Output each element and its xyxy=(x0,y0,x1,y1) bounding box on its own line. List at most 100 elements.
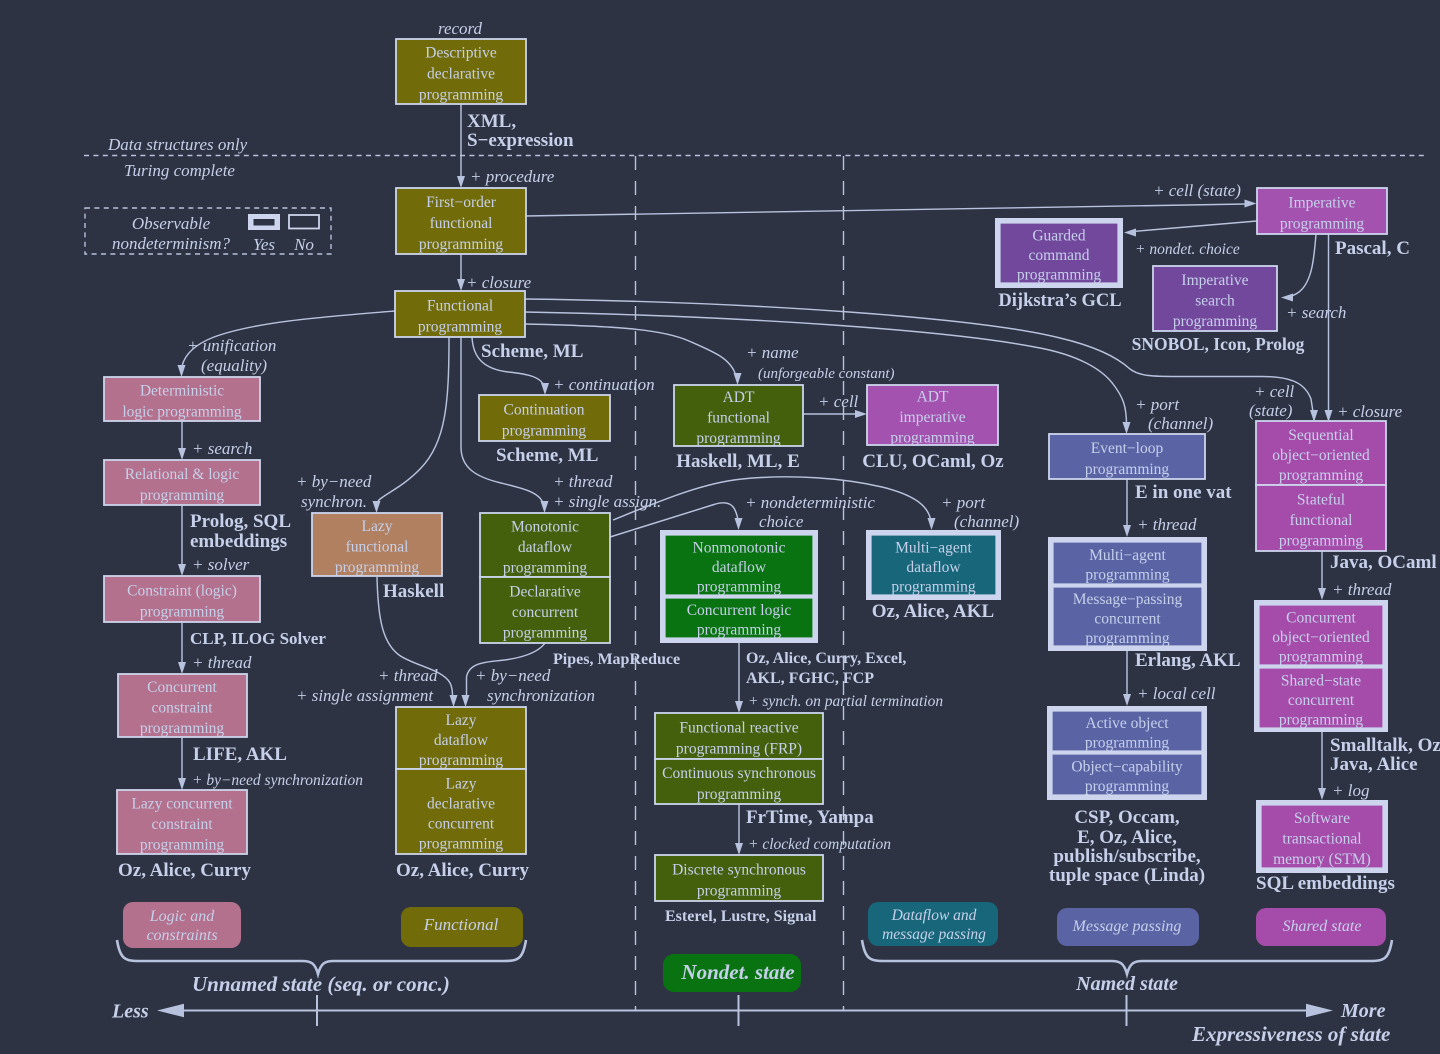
svg-text:Deterministic: Deterministic xyxy=(140,382,224,399)
svg-text:programming: programming xyxy=(697,786,782,803)
svg-text:+ cell (state): + cell (state) xyxy=(1153,181,1241,200)
svg-text:programming: programming xyxy=(1279,648,1364,665)
svg-text:programming: programming xyxy=(140,487,225,504)
svg-text:Shared−state: Shared−state xyxy=(1281,672,1361,689)
svg-text:+ log: + log xyxy=(1332,781,1369,800)
svg-text:declarative: declarative xyxy=(427,795,495,812)
svg-text:+ solver: + solver xyxy=(192,555,250,574)
svg-text:(equality): (equality) xyxy=(201,356,267,375)
svg-text:Continuous synchronous: Continuous synchronous xyxy=(662,765,816,782)
svg-text:tuple space (Linda): tuple space (Linda) xyxy=(1049,865,1205,886)
svg-text:+ cell: + cell xyxy=(1254,382,1295,401)
svg-text:programming: programming xyxy=(418,318,503,335)
svg-text:programming: programming xyxy=(419,236,504,253)
svg-text:Continuation: Continuation xyxy=(504,401,585,418)
svg-text:object−oriented: object−oriented xyxy=(1272,629,1370,646)
svg-text:Monotonic: Monotonic xyxy=(511,518,579,535)
svg-text:Haskell: Haskell xyxy=(383,581,444,602)
svg-text:Message passing: Message passing xyxy=(1072,918,1182,935)
svg-text:logic programming: logic programming xyxy=(122,403,241,420)
svg-text:Oz, Alice, Curry: Oz, Alice, Curry xyxy=(396,860,529,881)
svg-text:concurrent: concurrent xyxy=(428,815,495,832)
svg-text:programming: programming xyxy=(140,836,225,853)
svg-text:command: command xyxy=(1028,247,1089,264)
svg-text:programming: programming xyxy=(502,422,587,439)
svg-text:(state): (state) xyxy=(1249,401,1293,420)
svg-text:Descriptive: Descriptive xyxy=(425,44,497,61)
svg-text:Pipes, MapReduce: Pipes, MapReduce xyxy=(553,651,680,668)
svg-text:Declarative: Declarative xyxy=(509,583,581,600)
svg-text:Multi−agent: Multi−agent xyxy=(895,539,972,556)
svg-text:programming: programming xyxy=(1280,215,1365,232)
svg-text:Observable: Observable xyxy=(132,214,211,233)
svg-text:functional: functional xyxy=(707,409,770,426)
svg-text:Lazy: Lazy xyxy=(446,775,477,792)
svg-text:nondeterminism?: nondeterminism? xyxy=(112,234,231,253)
svg-text:Unnamed state (seq. or conc.): Unnamed state (seq. or conc.) xyxy=(192,972,450,996)
svg-text:First−order: First−order xyxy=(426,194,497,211)
svg-text:Lazy: Lazy xyxy=(446,712,477,729)
svg-text:Oz, Alice, AKL: Oz, Alice, AKL xyxy=(872,601,994,622)
svg-text:Named state: Named state xyxy=(1075,973,1178,995)
svg-text:Scheme, ML: Scheme, ML xyxy=(481,341,583,362)
svg-text:Functional: Functional xyxy=(423,915,499,934)
svg-text:concurrent: concurrent xyxy=(512,604,579,621)
svg-text:programming: programming xyxy=(1279,467,1364,484)
svg-text:Yes: Yes xyxy=(253,235,275,254)
svg-text:imperative: imperative xyxy=(899,409,965,426)
svg-text:+ thread: + thread xyxy=(553,472,613,491)
svg-text:dataflow: dataflow xyxy=(434,732,489,749)
svg-text:Erlang, AKL: Erlang, AKL xyxy=(1135,650,1241,671)
svg-text:record: record xyxy=(438,19,483,38)
svg-text:Java, Alice: Java, Alice xyxy=(1330,754,1418,775)
svg-text:Imperative: Imperative xyxy=(1181,272,1248,289)
svg-text:+ continuation: + continuation xyxy=(553,375,655,394)
svg-text:Less: Less xyxy=(111,1001,149,1023)
svg-text:Object−capability: Object−capability xyxy=(1071,759,1182,776)
svg-text:Active object: Active object xyxy=(1085,715,1169,732)
svg-text:programming: programming xyxy=(697,578,782,595)
svg-text:Data structures only: Data structures only xyxy=(107,135,248,154)
svg-text:programming: programming xyxy=(1173,313,1258,330)
svg-text:constraints: constraints xyxy=(146,927,217,944)
svg-text:Stateful: Stateful xyxy=(1297,491,1345,508)
svg-text:+ single assign.: + single assign. xyxy=(553,492,661,511)
svg-text:+ port: + port xyxy=(941,493,986,512)
svg-text:Esterel, Lustre, Signal: Esterel, Lustre, Signal xyxy=(665,908,817,925)
svg-text:dataflow: dataflow xyxy=(518,539,573,556)
svg-text:programming: programming xyxy=(1085,735,1170,752)
svg-text:Logic and: Logic and xyxy=(149,908,215,925)
svg-text:+ cell: + cell xyxy=(818,392,859,411)
svg-text:Oz, Alice, Curry: Oz, Alice, Curry xyxy=(118,860,251,881)
svg-text:programming: programming xyxy=(1085,567,1170,584)
svg-text:Prolog, SQL: Prolog, SQL xyxy=(190,511,291,532)
svg-text:+ unification: + unification xyxy=(187,336,276,355)
svg-text:+ search: + search xyxy=(1286,303,1346,322)
svg-text:+ by−need: + by−need xyxy=(475,666,551,685)
svg-text:SQL embeddings: SQL embeddings xyxy=(1256,873,1395,894)
svg-text:+ search: + search xyxy=(192,439,252,458)
svg-text:More: More xyxy=(1340,1000,1386,1022)
svg-text:functional: functional xyxy=(430,215,493,232)
svg-text:Dataflow and: Dataflow and xyxy=(891,907,977,924)
svg-text:+ thread: + thread xyxy=(192,653,252,672)
svg-text:transactional: transactional xyxy=(1282,830,1361,847)
svg-text:memory (STM): memory (STM) xyxy=(1273,851,1371,868)
svg-text:programming: programming xyxy=(1017,266,1102,283)
svg-text:Smalltalk, Oz,: Smalltalk, Oz, xyxy=(1330,735,1440,756)
svg-text:Nondet. state: Nondet. state xyxy=(680,960,794,984)
svg-text:Java, OCaml: Java, OCaml xyxy=(1330,552,1437,573)
svg-text:No: No xyxy=(293,235,314,254)
svg-text:publish/subscribe,: publish/subscribe, xyxy=(1053,846,1201,867)
svg-text:+ name: + name xyxy=(746,343,799,362)
svg-text:programming: programming xyxy=(419,835,504,852)
svg-text:programming: programming xyxy=(140,720,225,737)
svg-text:+ by−need: + by−need xyxy=(296,472,372,491)
svg-text:CSP, Occam,: CSP, Occam, xyxy=(1074,807,1180,828)
svg-text:E, Oz, Alice,: E, Oz, Alice, xyxy=(1077,827,1177,848)
svg-text:Lazy concurrent: Lazy concurrent xyxy=(131,795,233,812)
svg-text:functional: functional xyxy=(1290,512,1353,529)
svg-text:+ port: + port xyxy=(1135,395,1180,414)
svg-text:search: search xyxy=(1195,292,1235,309)
svg-text:Pascal, C: Pascal, C xyxy=(1335,238,1410,259)
